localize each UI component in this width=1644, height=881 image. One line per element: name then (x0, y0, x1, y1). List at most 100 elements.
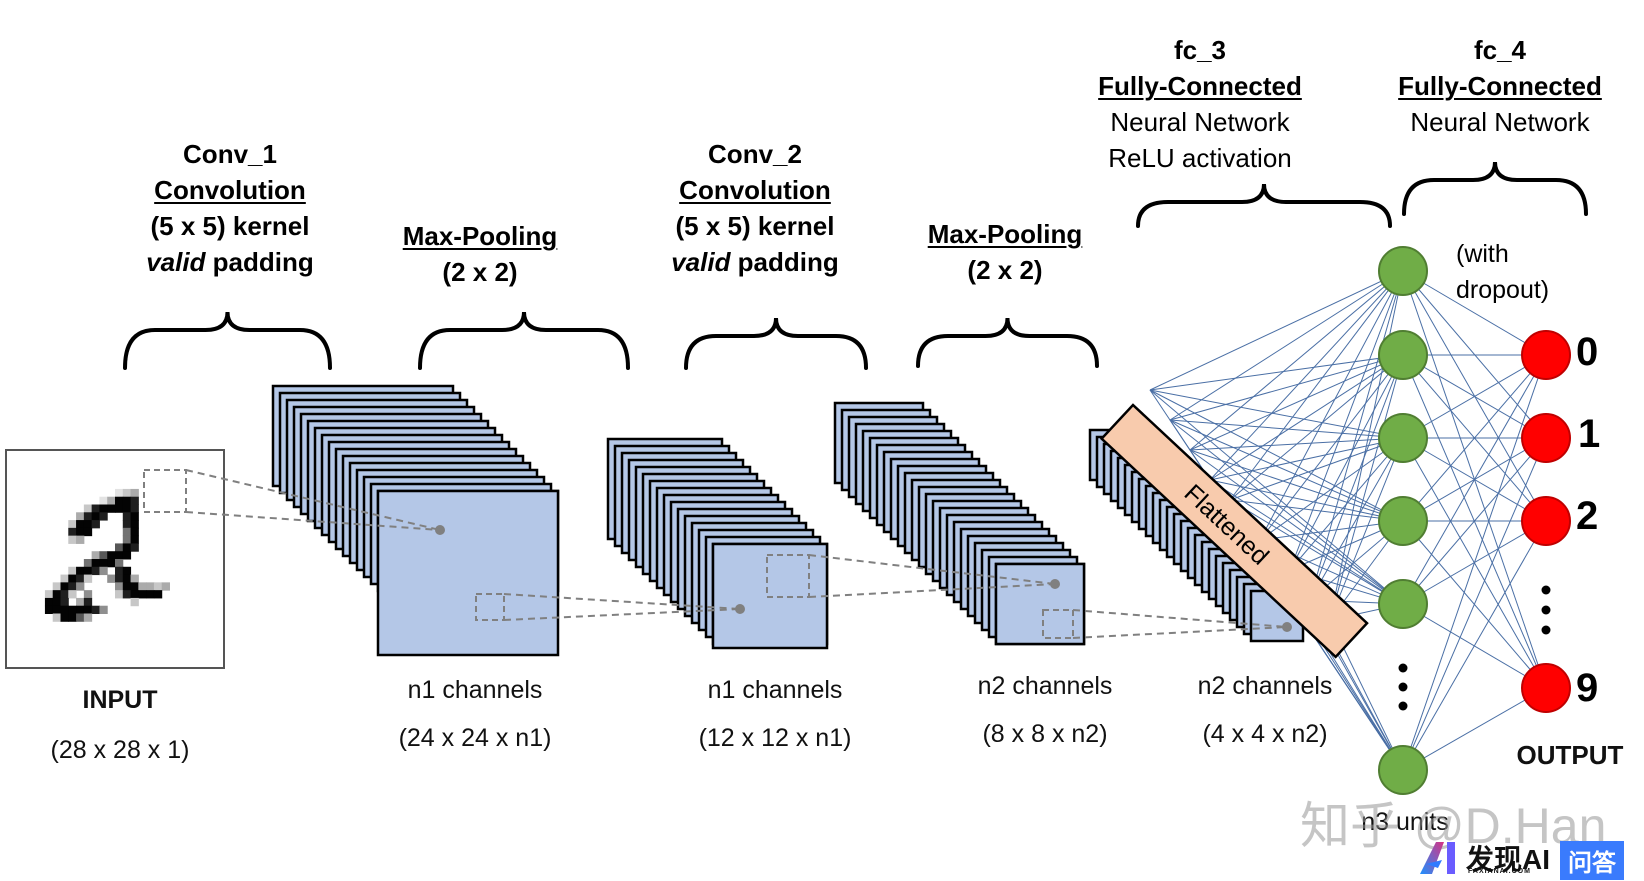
input-pixel (44, 590, 54, 599)
pool1-label: Max-Pooling (2 x 2) (395, 218, 565, 290)
input-pixel (122, 488, 132, 498)
input-pixel (68, 566, 77, 576)
fc3-connection (1209, 270, 1404, 481)
input-pixel (99, 551, 108, 560)
receptive-field-point (435, 525, 445, 535)
input-pixel (115, 488, 124, 498)
input-pixel (52, 590, 61, 599)
input-pixel (44, 597, 54, 607)
input-pixel (76, 597, 85, 607)
dropout-note: (with dropout) (1456, 240, 1550, 304)
input-pixel (52, 582, 61, 591)
input-pixel (161, 582, 170, 591)
fc3-connection (1259, 270, 1404, 541)
fc4-type: Fully-Connected (1398, 71, 1602, 101)
input-pixel (153, 590, 163, 599)
input-pixel (68, 582, 77, 591)
fc3-connection (1329, 354, 1404, 621)
receptive-field-point (735, 604, 745, 614)
faxianai-logo (1418, 840, 1458, 876)
input-pixel (60, 590, 69, 599)
output-neuron (1521, 413, 1571, 463)
fc3-connection (1189, 354, 1404, 451)
input-image (5, 449, 225, 669)
hidden-neuron (1378, 330, 1428, 380)
input-pixel (83, 559, 93, 568)
fc3-connection (1189, 449, 1404, 605)
fc3-brace (1136, 183, 1392, 228)
input-pixel (68, 613, 77, 622)
input-pixel (83, 597, 93, 607)
kernel-window (766, 554, 810, 598)
input-pixel (130, 520, 139, 529)
fc3-connection (1149, 354, 1404, 391)
input-pixel (107, 551, 116, 560)
output-class-9: 9 (1576, 666, 1599, 710)
fc3-type: Fully-Connected (1098, 71, 1302, 101)
input-pixel (91, 512, 100, 521)
input-pixel (52, 605, 61, 614)
input-pixel (107, 504, 116, 513)
conv2-type: Convolution (679, 175, 831, 205)
input-pixel (122, 543, 132, 552)
pool2-size: (2 x 2) (967, 255, 1043, 285)
fc4-connection (1402, 354, 1547, 771)
input-pixel (115, 582, 124, 591)
conv2-label: Conv_2 Convolution (5 x 5) kernel valid … (645, 136, 865, 280)
pool1-type: Max-Pooling (402, 221, 558, 251)
input-pixel (76, 574, 85, 583)
fc4-connection (1402, 354, 1547, 522)
input-kernel-window (143, 469, 187, 513)
input-pixel (76, 527, 85, 537)
fc4-name: fc_4 (1473, 35, 1527, 65)
output-class-1: 1 (1578, 412, 1601, 456)
fm1-front (376, 489, 560, 657)
input-pixel (122, 504, 132, 513)
input-pixel (44, 605, 54, 614)
conv2-kernel: (5 x 5) kernel (675, 211, 835, 241)
hidden-neuron (1378, 246, 1428, 296)
fc3-connection (1209, 437, 1404, 481)
input-pixel (122, 590, 132, 599)
fc3-connection (1309, 437, 1404, 601)
output-class-0: 0 (1576, 330, 1599, 374)
input-pixel (130, 535, 139, 544)
input-pixel (68, 535, 77, 544)
fc3-connection (1229, 499, 1404, 605)
hidden-ellipsis-dot (1398, 682, 1408, 692)
input-pixel (60, 605, 69, 614)
output-ellipsis-dot (1541, 605, 1551, 615)
guide-line (185, 511, 441, 531)
input-dims: (28 x 28 x 1) (50, 736, 190, 764)
qa-tag: 问答 (1560, 841, 1624, 880)
hidden-ellipsis-dot (1398, 663, 1408, 673)
conv1-brace (123, 311, 332, 370)
kernel-window (475, 593, 505, 621)
input-pixel (122, 520, 132, 529)
input-pixel (130, 582, 139, 591)
kernel-window (1042, 609, 1074, 639)
fc4-connection (1402, 354, 1547, 605)
input-pixel (76, 566, 85, 576)
receptive-field-point (1282, 622, 1292, 632)
input-pixel (68, 590, 77, 599)
conv2-brace (684, 317, 868, 370)
input-pixel (99, 605, 108, 614)
hidden-neuron (1378, 496, 1428, 546)
faxianai-brand: 发现AI (1466, 844, 1551, 875)
input-pixel (99, 496, 108, 505)
fc3-connection (1149, 389, 1404, 522)
input-pixel (122, 512, 132, 521)
fm3-channels: n2 channels (977, 672, 1113, 700)
input-pixel (115, 566, 124, 576)
receptive-field-guides (185, 469, 1292, 639)
input-pixel (122, 582, 132, 591)
input-pixel (76, 512, 85, 521)
pool2-type: Max-Pooling (927, 219, 1083, 249)
input-pixel (130, 488, 139, 498)
input-pixel (83, 527, 93, 537)
conv1-name: Conv_1 (183, 139, 277, 169)
input-pixel (83, 605, 93, 614)
input-pixel (60, 574, 69, 583)
